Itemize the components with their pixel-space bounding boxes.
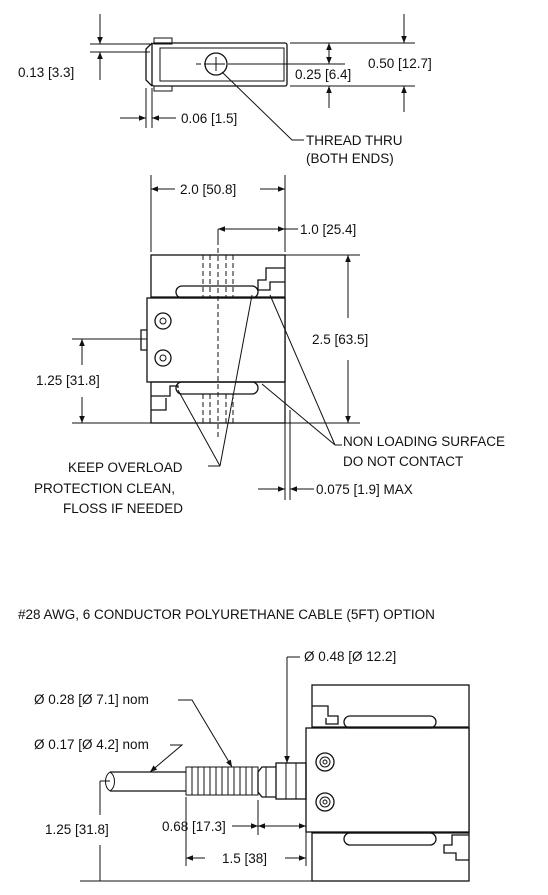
strain-relief-ribs bbox=[191, 767, 253, 795]
top-view-clip-bottom bbox=[153, 85, 173, 92]
note-thread-thru: THREAD THRU bbox=[306, 133, 403, 148]
dim-top-small-height: 0.13 [3.3] bbox=[18, 65, 74, 80]
note-floss: FLOSS IF NEEDED bbox=[63, 501, 183, 516]
dim-half-width: 1.0 [25.4] bbox=[300, 222, 356, 237]
dim-half-height: 1.25 [31.8] bbox=[36, 373, 100, 388]
front-view: 2.0 [50.8] 1.0 [25.4] bbox=[34, 175, 505, 516]
cable-option-title: #28 AWG, 6 CONDUCTOR POLYURETHANE CABLE … bbox=[18, 607, 435, 622]
screw-icon bbox=[315, 792, 335, 812]
top-view: 0.13 [3.3] 0.25 [6.4] 0.50 [12.7] 0.06 [… bbox=[18, 14, 432, 166]
overload-slot-top bbox=[175, 285, 259, 299]
cable-connector bbox=[275, 762, 307, 800]
top-view-clip bbox=[153, 37, 173, 45]
dim-width: 2.0 [50.8] bbox=[180, 182, 236, 197]
dim-strain-relief-dia: Ø 0.28 [Ø 7.1] nom bbox=[34, 692, 149, 707]
notch-top-right bbox=[257, 267, 285, 291]
dim-cable-half-height: 1.25 [31.8] bbox=[45, 822, 109, 837]
note-protection-clean: PROTECTION CLEAN, bbox=[34, 481, 175, 496]
screw-icon bbox=[154, 312, 172, 330]
overload-slot-bottom bbox=[175, 381, 259, 395]
cable-option-view: #28 AWG, 6 CONDUCTOR POLYURETHANE CABLE … bbox=[18, 607, 470, 882]
note-do-not-contact-text: DO NOT CONTACT bbox=[343, 454, 463, 469]
screw-icon bbox=[315, 752, 335, 772]
dim-thread-center: 0.25 [6.4] bbox=[295, 67, 351, 82]
side-bracket bbox=[140, 329, 147, 351]
notch-bottom-left bbox=[151, 385, 179, 397]
dim-connector-dia: Ø 0.48 [Ø 12.2] bbox=[304, 649, 396, 664]
note-both-ends: (BOTH ENDS) bbox=[306, 151, 394, 166]
cable-view-plate bbox=[305, 727, 470, 833]
dim-gap-max: 0.075 [1.9] MAX bbox=[316, 482, 413, 497]
cable-view-slot-top bbox=[343, 715, 437, 729]
dim-cable-offset: 1.5 [38] bbox=[222, 851, 267, 866]
note-non-loading-surface: NON LOADING SURFACE bbox=[343, 434, 505, 449]
screw-icon bbox=[154, 349, 172, 367]
note-keep-overload: KEEP OVERLOAD bbox=[68, 460, 183, 475]
dim-height: 2.5 [63.5] bbox=[312, 332, 368, 347]
cable-view-notch-top bbox=[312, 705, 339, 725]
dim-cable-dia: Ø 0.17 [Ø 4.2] nom bbox=[34, 737, 149, 752]
dim-total-height: 0.50 [12.7] bbox=[368, 56, 432, 71]
cable-view-notch-bottom bbox=[443, 834, 469, 861]
dim-connector-offset: 0.68 [17.3] bbox=[162, 819, 226, 834]
center-plate bbox=[146, 297, 286, 383]
dim-offset: 0.06 [1.5] bbox=[181, 111, 237, 126]
cable-view-slot-bottom bbox=[343, 832, 437, 846]
top-view-end-cap bbox=[145, 42, 153, 87]
